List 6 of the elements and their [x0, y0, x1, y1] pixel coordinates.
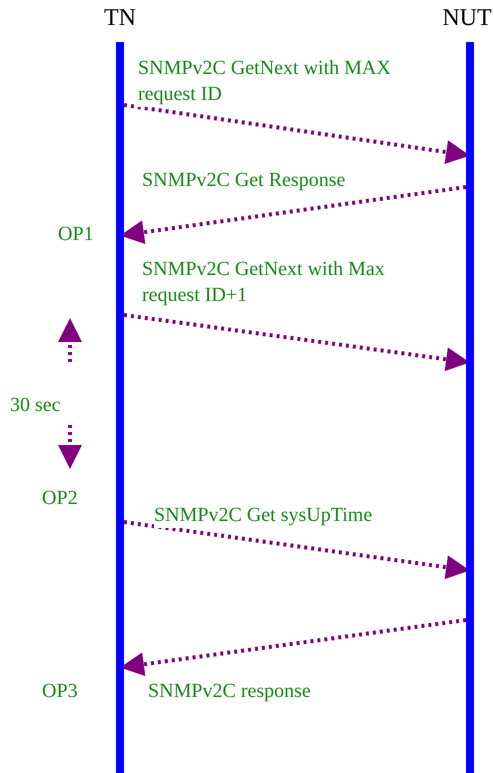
- operation-label: OP3: [42, 679, 78, 703]
- participant-name: TN: [103, 4, 137, 32]
- participant-name: NUT: [441, 4, 493, 32]
- operation-label: OP1: [58, 222, 94, 246]
- duration-label: 30 sec: [10, 393, 61, 417]
- operation-label: OP2: [42, 486, 78, 510]
